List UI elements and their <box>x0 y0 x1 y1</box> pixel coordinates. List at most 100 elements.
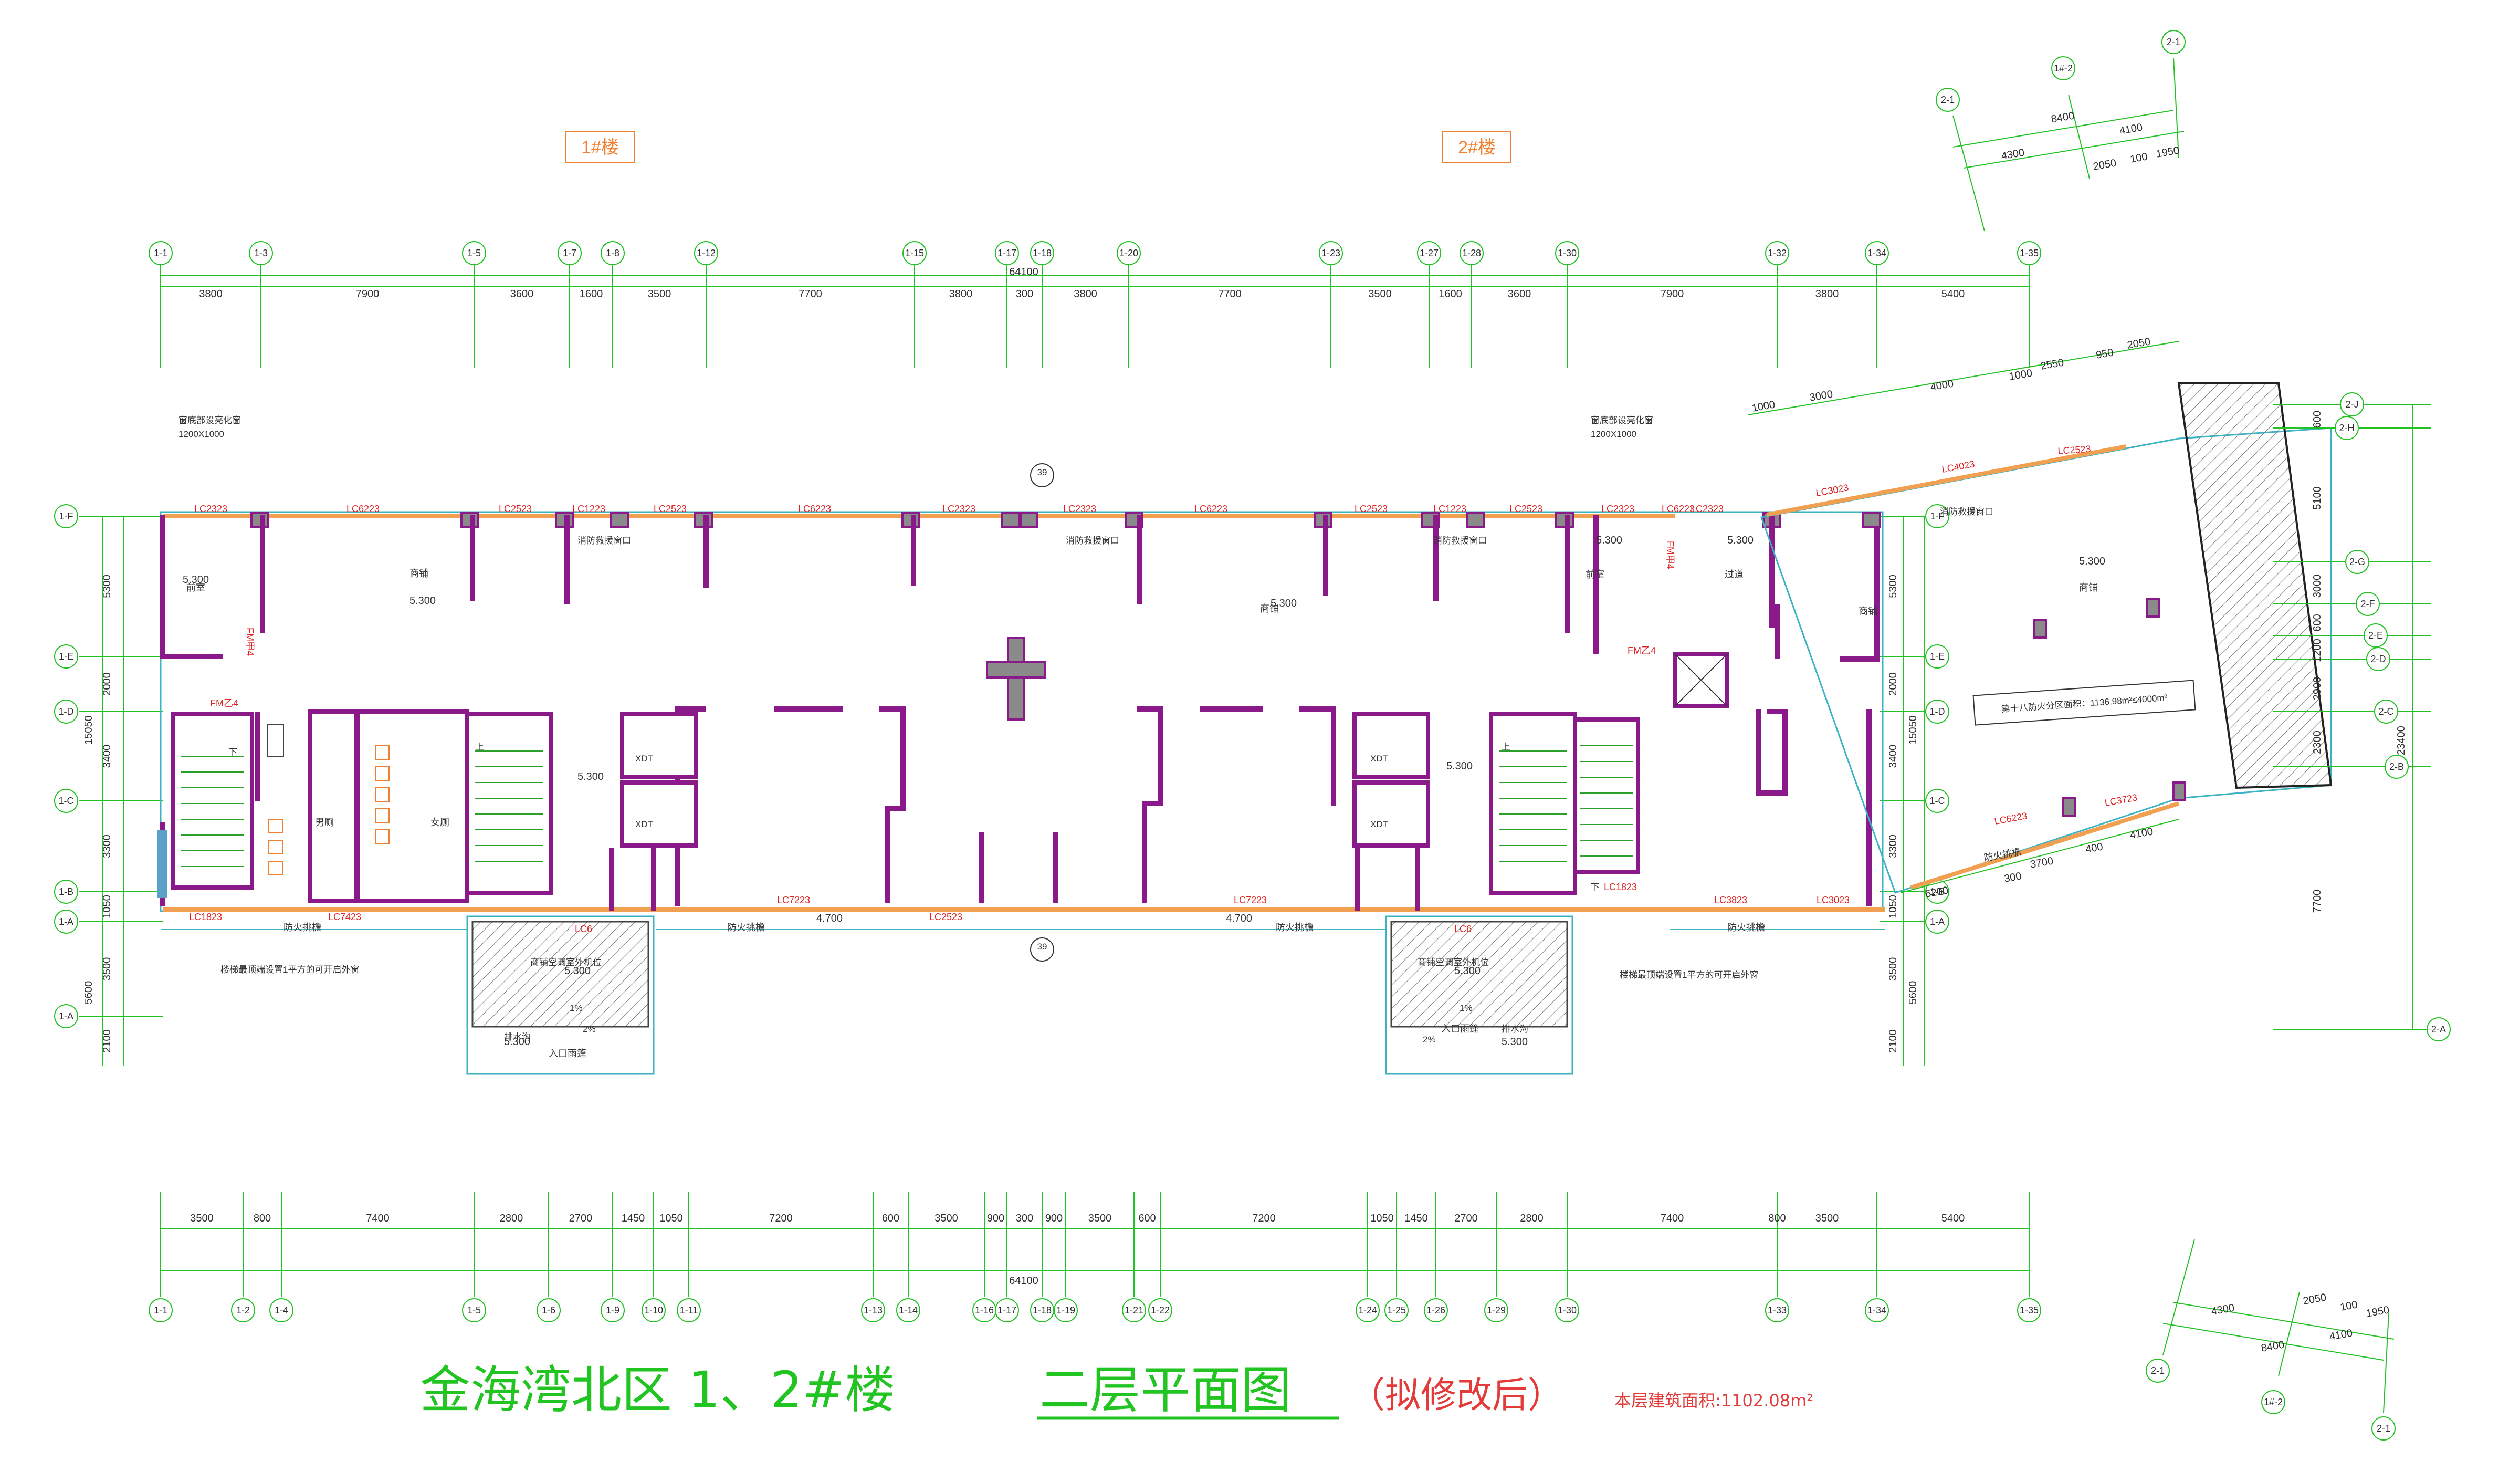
ac-label: 商铺空调室外机位 <box>530 957 602 967</box>
dimension-value: 1050 <box>1887 895 1899 919</box>
level-mark: 4.700 <box>816 913 843 924</box>
axis-bubble <box>642 1298 666 1322</box>
dimension-value: 2550 <box>2040 357 2065 372</box>
fire-zone-box <box>1972 680 2196 726</box>
shop-wall <box>1137 706 1163 903</box>
west-stair-treads <box>181 756 244 867</box>
level-mark: 5.300 <box>1454 965 1480 977</box>
window-tag: LC6223 <box>1194 504 1227 514</box>
dimension-value: 3500 <box>934 1213 958 1224</box>
axis-bubble <box>1925 700 1949 724</box>
axis-bubble <box>2335 416 2359 440</box>
axis-bubble <box>2017 241 2041 265</box>
fire-door-label: FM乙4 <box>1628 645 1656 656</box>
axis-bubble-label: 1-A <box>1930 916 1945 927</box>
east-wing: 第十八防火分区面积：1136.98m²≤4000m² <box>1760 382 2333 894</box>
dimension-value: 900 <box>1045 1213 1063 1224</box>
dimension-value: 3400 <box>1887 745 1899 768</box>
window-tag: LC2523 <box>1509 504 1542 514</box>
slope-label: 1% <box>570 1003 583 1013</box>
window-tag: LC1223 <box>1433 504 1466 514</box>
axis-bubble-label: 1-18 <box>1033 1305 1052 1316</box>
dimension-value: 3500 <box>190 1213 214 1224</box>
fire-door-label: FM甲4 <box>1665 541 1675 569</box>
axis-bubble-label: 1-28 <box>1462 248 1481 258</box>
lc6-label: LC6 <box>1454 924 1472 934</box>
window-labels: LC2323 LC6223 LC2523 LC1223 LC2523 LC622… <box>189 444 2138 922</box>
window-tag: LC6223 <box>346 504 380 514</box>
axis-bubble <box>1356 1298 1380 1322</box>
dimension-value: 7900 <box>1661 288 1684 300</box>
level-mark: 5.300 <box>2079 556 2105 567</box>
level-mark: 5.300 <box>1446 760 1473 772</box>
axis-bubble <box>54 504 78 528</box>
axis-bubble <box>54 910 78 934</box>
dimension-value: 1050 <box>1370 1213 1394 1224</box>
dimension-value: 5600 <box>83 981 94 1005</box>
dimension-value: 15050 <box>1907 715 1919 745</box>
axis-bubble-label: 1-1 <box>154 1305 167 1316</box>
building-2-label: 2#楼 <box>1458 138 1496 158</box>
axis-bubble-label: 1-30 <box>1558 1305 1577 1316</box>
detail-callout <box>1030 463 1054 487</box>
dimension-value: 1450 <box>622 1213 645 1224</box>
dimension-value: 4100 <box>2129 826 2154 841</box>
dimension-value: 2000 <box>101 672 113 696</box>
axis-bubble <box>1384 1298 1409 1322</box>
axis-bubble-label: 1-5 <box>467 248 481 258</box>
window-tag: LC1223 <box>572 504 605 514</box>
south-canopies <box>161 915 1885 1075</box>
dimension-value: 2300 <box>2312 730 2323 754</box>
axis-bubble <box>601 1298 625 1322</box>
dimension-value: 3000 <box>2312 575 2323 598</box>
left-axis-grid: 1-F1-E1-D1-C1-B1-A1-A5300200034003300105… <box>54 504 163 1066</box>
dimension-value: 600 <box>2312 411 2323 428</box>
axis-bubble <box>1424 1298 1448 1322</box>
wing-column <box>2062 797 2076 817</box>
room-label-lobby: 前室 <box>1586 569 1604 580</box>
axis-bubble-label: 2-1 <box>2377 1423 2390 1434</box>
window-tag: LC6223 <box>1993 810 2028 827</box>
fire-strip-label: 防火挑檐 <box>727 922 765 933</box>
building-2-tag <box>1442 131 1511 163</box>
window-tag: LC2523 <box>929 912 962 922</box>
dimension-value: 400 <box>2085 841 2104 855</box>
window-tag: LC2323 <box>1063 504 1096 514</box>
stair-core-2 <box>1489 712 1577 895</box>
axis-bubble <box>1865 241 1889 265</box>
dimension-value: 5100 <box>2312 486 2323 510</box>
axis-bubble <box>1925 910 1949 934</box>
axis-bubble-label: 1-F <box>1930 511 1945 521</box>
stair-direction: 下 <box>228 747 237 757</box>
room-label-shop: 商铺 <box>2079 582 2098 593</box>
axis-bubble-label: 1-30 <box>1558 248 1577 258</box>
axis-bubble <box>995 1298 1019 1322</box>
axis-bubble <box>2364 623 2388 648</box>
stair-core-1-treads <box>475 750 543 862</box>
dimension-value: 2700 <box>569 1213 593 1224</box>
axis-bubble-label: 1-34 <box>1867 1305 1886 1316</box>
dimension-value: 300 <box>1016 1213 1033 1224</box>
ac-platform-2 <box>1390 921 1568 1028</box>
dimension-value: 7900 <box>356 288 380 300</box>
dimension-value: 15050 <box>83 715 94 745</box>
drawing-plan-name: 二层平面图 <box>1040 1361 1292 1420</box>
dimension-value: 5300 <box>101 575 113 598</box>
window-note: 窗底部设亮化窗 <box>1591 415 1653 425</box>
axis-bubble <box>2146 1359 2170 1383</box>
axis-bubble <box>995 241 1019 265</box>
axis-bubble-label: 1-27 <box>1420 248 1438 258</box>
ac-label: 商铺空调室外机位 <box>1418 957 1489 967</box>
axis-bubble <box>1030 241 1054 265</box>
axis-bubble-label: 1-18 <box>1033 248 1052 258</box>
dimension-value: 3800 <box>1815 288 1839 300</box>
dimension-value: 23400 <box>2396 726 2407 755</box>
dimension-value: 2050 <box>2302 1291 2327 1307</box>
axis-bubble-label: 1-C <box>58 796 74 806</box>
axis-bubble <box>1925 504 1949 528</box>
room-label-shop: 商铺 <box>1858 606 1877 617</box>
axis-bubble <box>2374 700 2398 724</box>
axis-bubble-label: 1-35 <box>2020 1305 2039 1316</box>
axis-bubble-label: 1-6 <box>542 1305 555 1316</box>
